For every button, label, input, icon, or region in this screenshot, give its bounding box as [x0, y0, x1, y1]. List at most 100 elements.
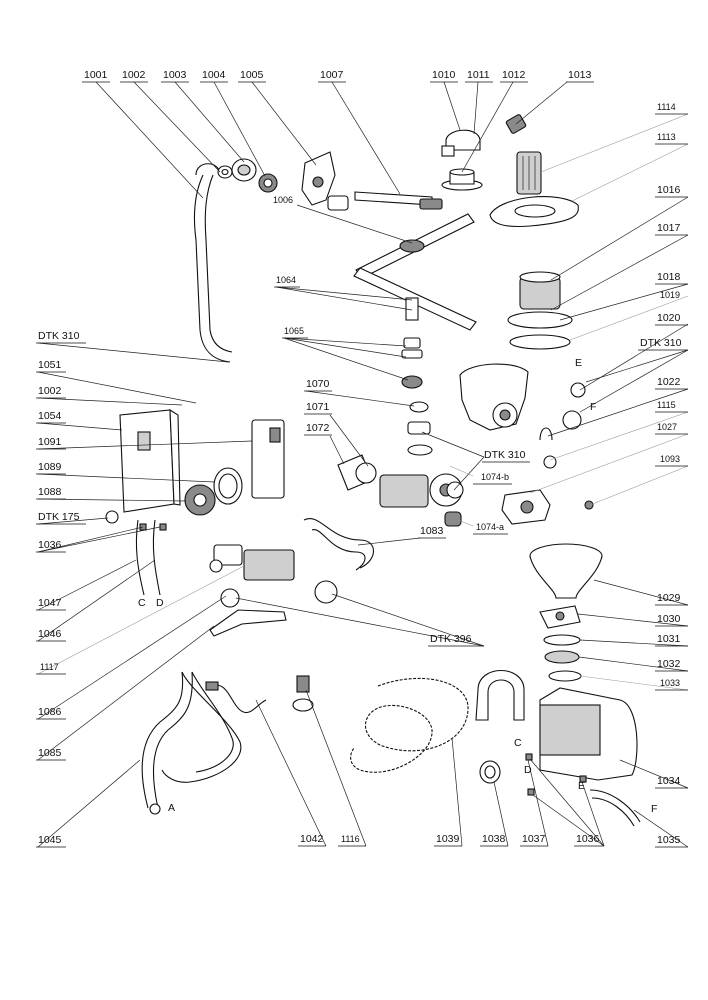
svg-text:DTK 396: DTK 396: [430, 633, 472, 645]
svg-text:DTK 175: DTK 175: [38, 511, 80, 523]
part-1001-hose: [193, 163, 233, 363]
part-1035-hose: [589, 789, 641, 827]
part-1064-lower-arm: [353, 267, 477, 331]
svg-text:1054: 1054: [38, 410, 62, 422]
svg-text:1012: 1012: [502, 69, 526, 81]
label-dtk310-left: DTK 310: [36, 330, 86, 344]
svg-text:1010: 1010: [432, 69, 456, 81]
svg-text:1013: 1013: [568, 69, 592, 81]
svg-text:1018: 1018: [657, 271, 681, 283]
marker-a: A: [168, 802, 175, 814]
svg-text:1020: 1020: [657, 312, 681, 324]
svg-text:1037: 1037: [522, 833, 546, 845]
part-1032-ring: [544, 650, 580, 664]
label-1117: 1117: [36, 662, 66, 675]
svg-text:1071: 1071: [306, 401, 330, 413]
svg-text:1091: 1091: [38, 436, 62, 448]
svg-text:1114: 1114: [657, 102, 676, 112]
part-1113-plate: [489, 196, 579, 228]
svg-text:1113: 1113: [657, 132, 676, 142]
label-1013: 1013: [566, 69, 594, 83]
label-1114: 1114: [655, 102, 688, 115]
label-1116: 1116: [338, 834, 366, 847]
svg-text:1003: 1003: [163, 69, 187, 81]
svg-text:1002: 1002: [38, 385, 62, 397]
part-1018-sump: [459, 363, 529, 431]
part-1036-clips: [139, 523, 587, 796]
label-1085: 1085: [36, 747, 66, 761]
part-1086-clamp: [220, 580, 338, 608]
svg-text:1033: 1033: [660, 678, 680, 688]
marker-c-left: C: [138, 597, 146, 609]
label-1005: 1005: [238, 69, 266, 83]
svg-text:1007: 1007: [320, 69, 344, 81]
svg-text:1083: 1083: [420, 525, 444, 537]
label-1016: 1016: [655, 184, 688, 198]
svg-text:1072: 1072: [306, 422, 330, 434]
label-1010: 1010: [430, 69, 458, 83]
svg-text:1047: 1047: [38, 597, 62, 609]
part-1042-cable: [205, 681, 267, 714]
svg-text:1017: 1017: [657, 222, 681, 234]
part-1010-bracket: [441, 129, 481, 157]
label-1027: 1027: [655, 422, 688, 435]
svg-text:1036: 1036: [576, 833, 600, 845]
label-1031: 1031: [655, 633, 688, 647]
label-1083: 1083: [418, 525, 446, 539]
label-1046: 1046: [36, 628, 66, 642]
label-1113: 1113: [655, 132, 688, 145]
part-1037-bracket: [475, 669, 525, 721]
label-dtk396: DTK 396: [428, 633, 484, 647]
marker-f-bottom: F: [651, 803, 657, 815]
part-1020-clamp: [562, 382, 586, 430]
label-1006: 1006: [273, 195, 293, 205]
svg-text:1036: 1036: [38, 539, 62, 551]
label-1017: 1017: [655, 222, 688, 236]
label-1091: 1091: [36, 436, 66, 450]
marker-d-right: D: [524, 764, 532, 776]
svg-text:1093: 1093: [660, 454, 680, 464]
label-1037: 1037: [520, 833, 548, 847]
label-1029: 1029: [655, 592, 688, 606]
svg-text:1004: 1004: [202, 69, 226, 81]
part-1083-hose: [303, 518, 375, 571]
svg-text:1117: 1117: [40, 662, 59, 672]
svg-text:1074-b: 1074-b: [481, 472, 509, 482]
svg-text:1065: 1065: [284, 326, 304, 336]
part-1054-tank: [119, 408, 181, 513]
label-1030: 1030: [655, 613, 688, 627]
label-1088: 1088: [36, 486, 66, 500]
label-1071: 1071: [304, 401, 332, 415]
svg-text:1029: 1029: [657, 592, 681, 604]
svg-text:1027: 1027: [657, 422, 677, 432]
part-1029-funnel: [529, 543, 603, 599]
svg-text:1035: 1035: [657, 834, 681, 846]
label-1018: 1018: [655, 271, 688, 285]
svg-text:1034: 1034: [657, 775, 681, 787]
part-1085-bracket: [209, 609, 287, 637]
part-1065-stack: [401, 337, 423, 389]
svg-text:1022: 1022: [657, 376, 681, 388]
label-1074a: 1074-a: [473, 522, 508, 535]
svg-text:1019: 1019: [660, 290, 680, 300]
svg-text:1064: 1064: [276, 275, 296, 285]
svg-text:1116: 1116: [341, 834, 360, 844]
svg-text:1032: 1032: [657, 658, 681, 670]
part-1045-hose: [141, 671, 242, 815]
label-dtk310-right: DTK 310: [638, 337, 688, 351]
label-1064: 1064: [274, 275, 300, 288]
label-1054: 1054: [36, 410, 66, 424]
svg-text:1031: 1031: [657, 633, 681, 645]
label-1036-left: 1036: [36, 539, 66, 553]
part-1007-rod: [354, 191, 443, 210]
svg-text:DTK 310: DTK 310: [38, 330, 80, 342]
label-1042: 1042: [298, 833, 326, 847]
svg-text:1070: 1070: [306, 378, 330, 390]
svg-text:1001: 1001: [84, 69, 108, 81]
label-1036-right: 1036: [574, 833, 604, 847]
part-1031-ring: [543, 634, 581, 646]
part-1012-cap: [441, 168, 483, 191]
part-1088-disc: [184, 484, 216, 516]
svg-text:1002: 1002: [122, 69, 146, 81]
label-dtk310-mid: DTK 310: [482, 449, 530, 463]
